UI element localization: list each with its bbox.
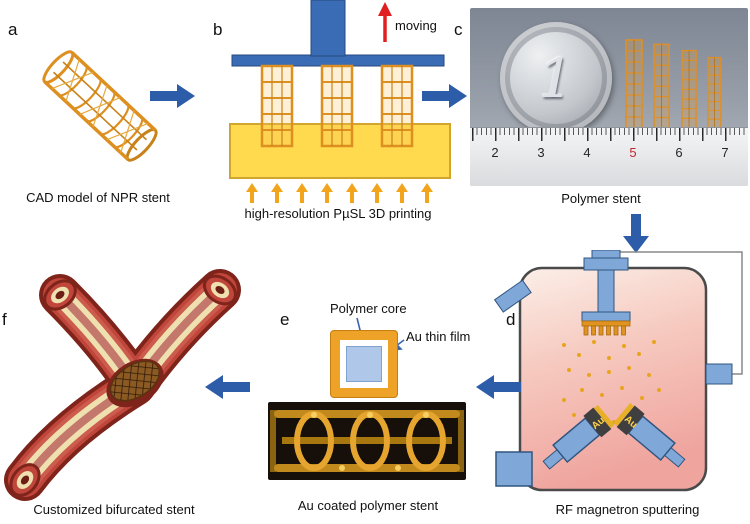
- panel-letter-d: d: [506, 310, 516, 329]
- ruler: 2 3 4 5 6 7: [470, 127, 748, 186]
- caption-3d-printing: high-resolution PµSL 3D printing: [244, 206, 432, 221]
- bifurcated-artery-illustration: [4, 269, 241, 501]
- process-arrow-left-icon: [205, 375, 250, 399]
- panel-letter-a: a: [8, 20, 18, 39]
- ruler-major-ticks: [472, 128, 748, 141]
- vessel-opening-ring: [9, 463, 41, 497]
- coin: 1: [500, 22, 612, 134]
- caption-polymer-stent: Polymer stent: [561, 191, 641, 206]
- polymer-core-square: [346, 346, 382, 382]
- coin-denomination: 1: [538, 46, 574, 110]
- pusl-printer-diagram: moving: [229, 0, 451, 203]
- process-arrow-down-icon: [623, 214, 649, 253]
- uv-light-arrows: [246, 183, 433, 203]
- panel-letter-f: f: [2, 310, 7, 329]
- au-thin-film-label: Au thin film: [406, 329, 471, 344]
- ruler-number: 2: [491, 145, 499, 160]
- ruler-number: 4: [583, 145, 591, 160]
- au-coated-stent-photo: [268, 402, 466, 480]
- npr-stent-lattice: [42, 50, 158, 162]
- process-arrow-right-icon: [422, 84, 467, 108]
- polymer-core-label: Polymer core: [330, 301, 407, 316]
- moving-label: moving: [395, 18, 437, 33]
- au-film-schematic: [330, 330, 398, 398]
- polymer-stent-photo: 1 2 3 4 5 6 7: [470, 8, 748, 186]
- ruler-number: 5: [629, 145, 637, 160]
- chamber-side-port: [705, 363, 733, 385]
- ruler-number: 6: [675, 145, 683, 160]
- caption-au-coated-stent: Au coated polymer stent: [297, 498, 439, 513]
- substrate-holder-assembly: [581, 250, 631, 336]
- caption-sputtering: RF magnetron sputtering: [555, 502, 700, 517]
- printer-piston: [310, 0, 346, 57]
- process-arrow-left-icon: [476, 375, 521, 399]
- caption-cad-model: CAD model of NPR stent: [26, 190, 170, 205]
- electrical-wire: [616, 251, 743, 375]
- printed-stents: [625, 39, 722, 128]
- vessel-opening-ring: [43, 279, 77, 311]
- build-plate: [231, 54, 445, 67]
- vessel-opening-ring: [202, 274, 238, 306]
- panel-letter-b: b: [213, 20, 223, 39]
- panel-letter-c: c: [454, 20, 463, 39]
- cad-stent-model: [42, 50, 158, 162]
- sputter-gun-left: Au: [542, 405, 615, 470]
- film-gap-layer: [340, 340, 388, 388]
- power-supply-box: [495, 451, 533, 487]
- sputtering-chamber-diagram: Au Au: [494, 250, 743, 492]
- chamber-side-nozzle: [494, 279, 532, 313]
- ruler-number: 3: [537, 145, 545, 160]
- ruler-number: 7: [721, 145, 729, 160]
- moving-arrow-icon: [378, 2, 392, 42]
- caption-bifurcated-stent: Customized bifurcated stent: [33, 502, 195, 517]
- panel-letter-e: e: [280, 310, 290, 329]
- implanted-stent-mesh: [109, 360, 161, 402]
- sputter-gun-right: Au: [613, 403, 686, 468]
- process-arrow-right-icon: [150, 84, 195, 108]
